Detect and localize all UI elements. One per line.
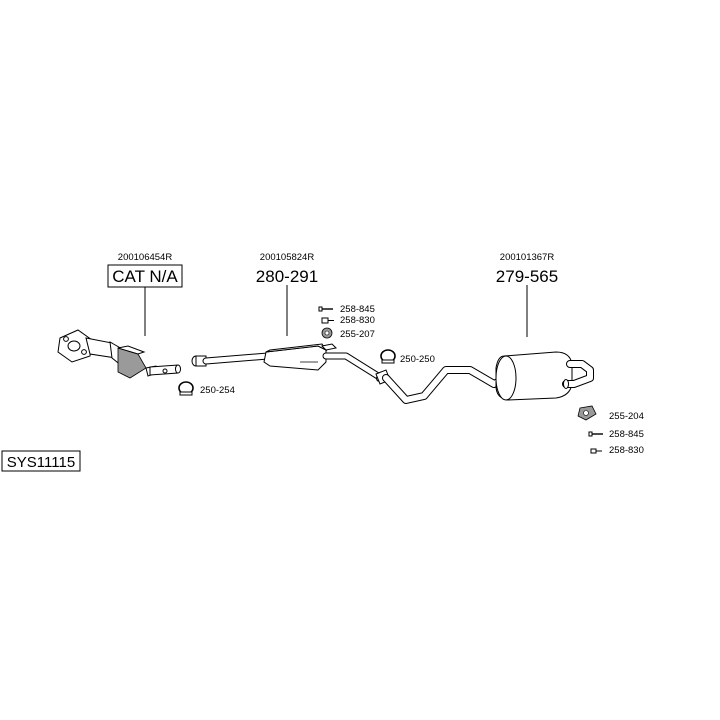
rear-nut-label[interactable]: 258-830 [609, 445, 644, 456]
nut-rear-icon[interactable] [590, 448, 602, 454]
nut-mid-icon[interactable] [321, 317, 334, 324]
catalyst-ref-label: 200106454R [118, 252, 173, 263]
mid-nut-label[interactable]: 258-830 [340, 315, 375, 326]
rear-bolt-label[interactable]: 258-845 [609, 429, 644, 440]
mid-bolt-label[interactable]: 258-845 [340, 304, 375, 315]
clamp-rear-icon[interactable] [380, 349, 396, 364]
catalyst-assembly[interactable] [57, 329, 181, 379]
middle-silencer-number-label[interactable]: 280-291 [256, 267, 318, 286]
system-code-box [1, 450, 81, 472]
catalyst-number-box [107, 264, 183, 288]
rear-silencer-number-label[interactable]: 279-565 [496, 267, 558, 286]
clamp-front-label[interactable]: 250-254 [200, 385, 235, 396]
bolt-rear-icon[interactable] [588, 431, 603, 437]
system-code-label: SYS11115 [7, 454, 75, 471]
clamp-front-icon[interactable] [178, 381, 194, 396]
clamp-rear-label[interactable]: 250-250 [400, 354, 435, 365]
rubber-mount-rear-icon[interactable] [577, 405, 597, 421]
rear-rubber-label[interactable]: 255-204 [609, 411, 644, 422]
middle-silencer-assembly[interactable] [191, 343, 385, 382]
bolt-mid-icon[interactable] [318, 306, 333, 312]
rear-silencer-assembly[interactable] [375, 351, 594, 404]
rear-silencer-ref-label: 200101367R [500, 252, 555, 263]
catalyst-number-label[interactable]: CAT N/A [112, 267, 178, 286]
middle-silencer-ref-label: 200105824R [260, 252, 315, 263]
rubber-mount-mid-icon[interactable] [321, 327, 333, 339]
mid-rubber-label[interactable]: 255-207 [340, 329, 375, 340]
